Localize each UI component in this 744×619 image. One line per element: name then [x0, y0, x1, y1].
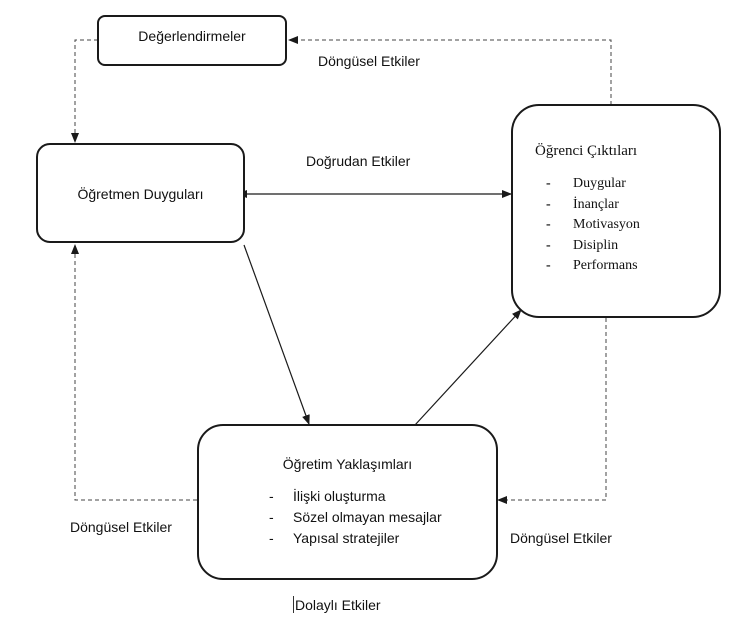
- list-item: -Duygular: [546, 176, 626, 191]
- list-item: -Motivasyon: [546, 217, 640, 232]
- evaluations-title: Değerlendirmeler: [138, 28, 246, 44]
- list-item: -Sözel olmayan mesajlar: [269, 509, 442, 525]
- list-item-label: Sözel olmayan mesajlar: [293, 509, 442, 525]
- teaching-approaches-box: Öğretim Yaklaşımları -İlişki oluşturma -…: [197, 424, 498, 580]
- teacher-emotions-title: Öğretmen Duyguları: [77, 186, 204, 202]
- list-item: -İnançlar: [546, 196, 619, 212]
- teaching-approaches-list: -İlişki oluşturma -Sözel olmayan mesajla…: [269, 486, 442, 549]
- cyclic-outcomes-to-evaluations-arrow: [288, 36, 612, 105]
- list-item-label: Performans: [573, 258, 638, 273]
- direct-effects-label: Doğrudan Etkiler: [306, 153, 411, 169]
- text-cursor: [293, 596, 294, 613]
- evaluations-box: Değerlendirmeler: [97, 15, 287, 66]
- list-item-label: İlişki oluşturma: [293, 488, 386, 504]
- teaching-approaches-title: Öğretim Yaklaşımları: [282, 456, 413, 472]
- teacher-emotions-box: Öğretmen Duyguları: [36, 143, 245, 243]
- list-item-label: İnançlar: [573, 196, 619, 212]
- student-outcomes-title: Öğrenci Çıktıları: [535, 143, 638, 159]
- indirect-effects-label: Dolaylı Etkiler: [295, 597, 381, 613]
- list-item: -Performans: [546, 258, 638, 273]
- list-item: -Disiplin: [546, 237, 619, 253]
- list-item-label: Disiplin: [573, 237, 619, 253]
- cyclic-outcomes-to-approaches-arrow: [497, 318, 607, 504]
- approaches-to-outcomes-arrow: [414, 309, 522, 426]
- list-item-label: Yapısal stratejiler: [293, 530, 400, 546]
- list-item: -İlişki oluşturma: [269, 488, 386, 504]
- list-item-label: Duygular: [573, 176, 626, 191]
- student-outcomes-list: -Duygular -İnançlar -Motivasyon -Disipli…: [546, 174, 640, 277]
- cyclic-effects-label-left: Döngüsel Etkiler: [70, 519, 172, 535]
- cyclic-effects-label-top: Döngüsel Etkiler: [318, 53, 420, 69]
- cyclic-effects-label-right: Döngüsel Etkiler: [510, 530, 612, 546]
- list-item-label: Motivasyon: [573, 217, 640, 232]
- teacher-to-approaches-arrow: [243, 244, 310, 425]
- cyclic-evaluations-to-teacher-arrow: [71, 39, 98, 143]
- list-item: -Yapısal stratejiler: [269, 530, 400, 546]
- cyclic-approaches-to-teacher-arrow: [71, 244, 197, 501]
- student-outcomes-box: Öğrenci Çıktıları -Duygular -İnançlar -M…: [511, 104, 721, 318]
